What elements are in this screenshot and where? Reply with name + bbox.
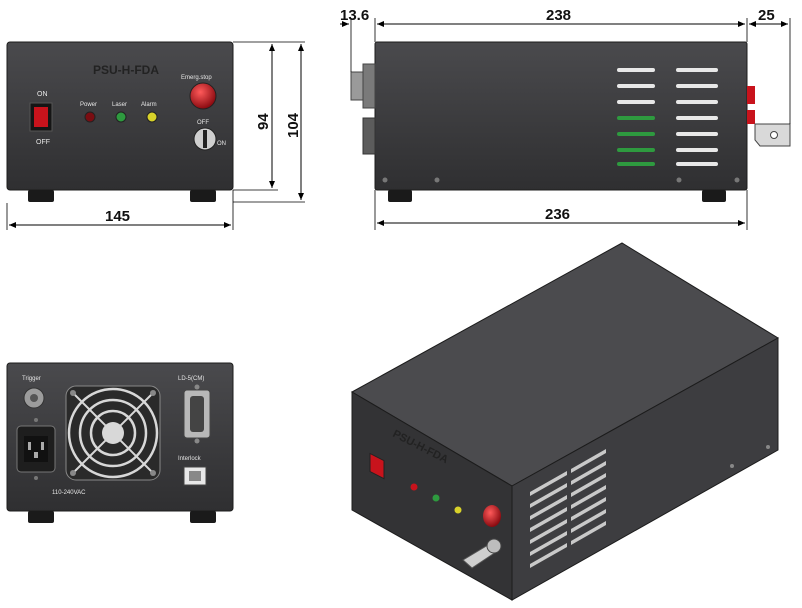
screw-icon [194, 384, 200, 390]
iso-power-switch [369, 452, 385, 480]
emergency-stop-button[interactable] [189, 82, 217, 110]
iso-side-vents [530, 449, 606, 568]
iso-power-led [410, 483, 418, 491]
side-button-collar [362, 117, 376, 155]
iso-alarm-led [454, 506, 462, 514]
power-switch-rocker [34, 107, 48, 127]
screw-icon [382, 177, 388, 183]
rear-indicator-2 [747, 110, 755, 124]
screw-icon [34, 476, 38, 480]
trigger-label: Trigger [22, 376, 41, 382]
laser-led [115, 111, 127, 123]
key-slot-icon [203, 130, 207, 148]
iso-key-switch [486, 538, 502, 554]
side-key-protrusion [350, 71, 364, 101]
dim-side-length-top: 238 [546, 7, 571, 24]
dim-side-front-offset: 13.6 [340, 7, 369, 24]
indicator-laser-label: Laser [112, 102, 127, 108]
front-foot-right [190, 190, 216, 202]
screw-icon [676, 177, 682, 183]
iso-side-face [511, 337, 779, 601]
rear-indicator [747, 86, 755, 104]
dim-side-length-bottom: 236 [545, 206, 570, 223]
dim-side-rear-offset: 25 [758, 7, 775, 24]
switch-off-label: OFF [36, 139, 50, 146]
dim-front-height-body: 94 [255, 113, 272, 130]
side-foot-front [388, 190, 412, 202]
iso-laser-led [432, 494, 440, 502]
screw-icon [730, 464, 734, 468]
indicator-power-label: Power [80, 102, 97, 108]
mains-label: 110-240VAC [52, 490, 86, 496]
screw-icon [734, 177, 740, 183]
rear-foot-left [28, 511, 54, 523]
interlock-label: Interlock [178, 456, 202, 462]
front-brand-label: PSU-H-FDA [93, 63, 159, 77]
bnc-center-icon [30, 394, 38, 402]
side-view: 13.6 238 25 236 [340, 7, 791, 230]
screw-icon [194, 438, 200, 444]
side-key-collar [362, 63, 376, 109]
front-foot-left [28, 190, 54, 202]
dim-front-height-total: 104 [285, 112, 302, 138]
side-foot-rear [702, 190, 726, 202]
screw-icon [34, 418, 38, 422]
screw-icon [766, 445, 770, 449]
fan-grille [65, 385, 161, 481]
dim-front-width: 145 [105, 208, 130, 225]
bracket-hole-icon [770, 131, 778, 139]
alarm-led [146, 111, 158, 123]
screw-icon [434, 177, 440, 183]
emergency-stop-label: Emerg.stop [181, 75, 212, 81]
isometric-view: PSU-H-FDA [350, 242, 779, 601]
front-view: PSU-H-FDA ON OFF Power Laser Alarm Emerg… [6, 41, 305, 230]
power-led [84, 111, 96, 123]
indicator-alarm-label: Alarm [141, 102, 157, 108]
db-connector-label: LD-5(CM) [178, 376, 204, 382]
iso-emergency-stop [483, 505, 501, 527]
switch-on-label: ON [37, 91, 48, 98]
rear-foot-right [190, 511, 216, 523]
side-vents [617, 68, 718, 166]
key-on-label: ON [217, 141, 226, 147]
rear-view: Trigger 110-240VAC LD-5(CM) Interloc [6, 362, 234, 523]
key-off-label: OFF [197, 120, 209, 126]
